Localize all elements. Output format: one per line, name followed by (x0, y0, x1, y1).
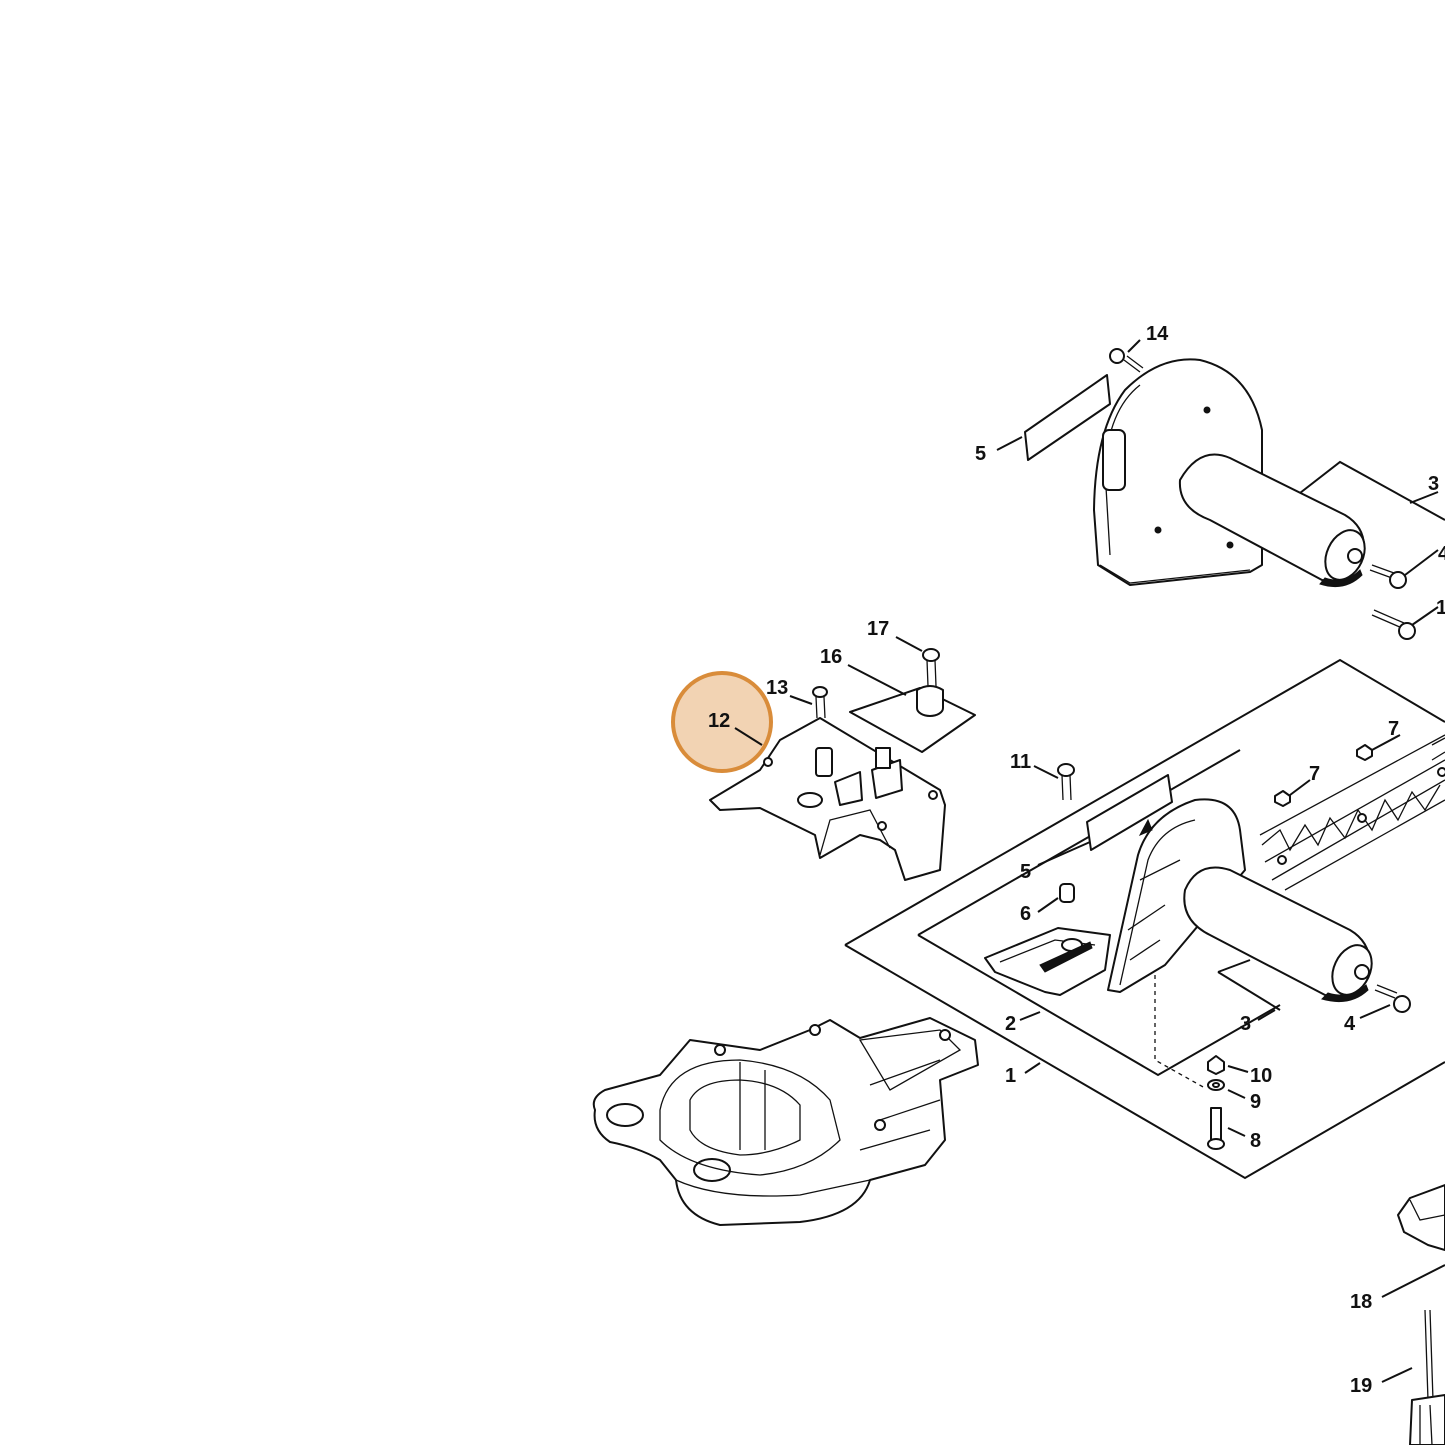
callout-13[interactable]: 13 (766, 677, 788, 699)
callout-14[interactable]: 14 (1146, 323, 1169, 345)
callout-3[interactable]: 3 (1240, 1013, 1251, 1035)
callout-labels: 14 5 3 4 1 17 16 13 12 7 11 7 5 6 2 3 4 … (708, 323, 1445, 1397)
callout-19[interactable]: 19 (1350, 1375, 1372, 1397)
washer-9 (1207, 1079, 1225, 1091)
callout-5-top[interactable]: 5 (975, 443, 986, 465)
rear-handle-assembly (1024, 348, 1445, 640)
handle-housing-base (592, 1017, 979, 1226)
callout-11[interactable]: 11 (1010, 751, 1031, 773)
cover-plate-12 (709, 717, 946, 881)
screw-8 (1207, 1107, 1225, 1150)
callout-7-right[interactable]: 7 (1388, 718, 1399, 740)
callout-4-top[interactable]: 4 (1438, 543, 1445, 565)
tool-19 (1409, 1309, 1445, 1445)
screw-14 (1109, 348, 1144, 373)
front-handle-assembly (984, 763, 1411, 1150)
callout-7-left[interactable]: 7 (1309, 763, 1320, 785)
tool-18 (1397, 1184, 1445, 1251)
callout-5[interactable]: 5 (1020, 861, 1031, 883)
callout-17[interactable]: 17 (867, 618, 889, 640)
screw-4 (1374, 984, 1411, 1013)
callout-18[interactable]: 18 (1350, 1291, 1372, 1313)
screw-13 (812, 686, 828, 719)
cutter-blade (1259, 734, 1445, 891)
kit-frame-1 (844, 658, 1445, 1180)
callout-10[interactable]: 10 (1250, 1065, 1272, 1087)
screw-11 (1057, 763, 1075, 801)
nut-7b (1274, 790, 1291, 807)
nut-7a (1356, 744, 1373, 761)
callout-3-top[interactable]: 3 (1428, 473, 1439, 495)
callout-1[interactable]: 1 (1005, 1065, 1016, 1087)
callout-6[interactable]: 6 (1020, 903, 1031, 925)
screw-1-top (1371, 609, 1416, 640)
callout-12[interactable]: 12 (708, 710, 730, 732)
leader-lines (734, 339, 1445, 1383)
callout-4[interactable]: 4 (1344, 1013, 1356, 1035)
nut-10 (1207, 1055, 1225, 1075)
callout-16[interactable]: 16 (820, 646, 842, 668)
screw-4-top (1369, 564, 1407, 589)
callout-9[interactable]: 9 (1250, 1091, 1261, 1113)
callout-1-top[interactable]: 1 (1436, 597, 1445, 619)
highlight-marker-12[interactable] (671, 671, 773, 773)
screw-17 (922, 648, 940, 687)
callout-8[interactable]: 8 (1250, 1130, 1261, 1152)
callout-2[interactable]: 2 (1005, 1013, 1016, 1035)
bracket-16 (849, 685, 976, 753)
